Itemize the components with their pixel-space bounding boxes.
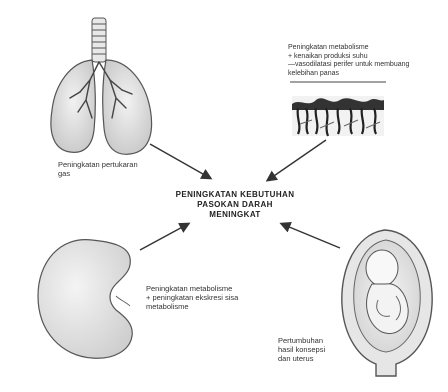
uterus-illustration <box>342 230 432 376</box>
kidney-caption-line1: Peningkatan metabolisme <box>146 284 238 293</box>
center-title: PENINGKATAN KEBUTUHAN PASOKAN DARAH MENI… <box>150 190 320 220</box>
skin-illustration <box>290 82 386 136</box>
center-title-line1: PENINGKATAN KEBUTUHAN <box>150 190 320 200</box>
skin-caption-line2: + kenaikan produksi suhu <box>288 53 409 62</box>
kidney-caption: Peningkatan metabolisme + peningkatan ek… <box>146 284 238 311</box>
uterus-caption: Pertumbuhan hasil konsepsi dan uterus <box>278 336 325 363</box>
arrow-from-skin <box>268 140 326 180</box>
kidney-caption-line3: metabolisme <box>146 302 238 311</box>
skin-caption-line1: Peningkatan metabolisme <box>288 44 409 53</box>
arrow-from-kidney <box>140 224 188 250</box>
lungs-caption-line1: Peningkatan pertukaran <box>58 160 138 169</box>
lungs-caption: Peningkatan pertukaran gas <box>58 160 138 178</box>
center-title-line3: MENINGKAT <box>150 210 320 220</box>
arrow-from-uterus <box>282 224 340 248</box>
center-title-line2: PASOKAN DARAH <box>150 200 320 210</box>
lungs-illustration <box>51 18 152 154</box>
kidney-caption-line2: + peningkatan ekskresi sisa <box>146 293 238 302</box>
skin-caption: Peningkatan metabolisme + kenaikan produ… <box>288 44 409 78</box>
uterus-caption-line3: dan uterus <box>278 354 325 363</box>
uterus-caption-line2: hasil konsepsi <box>278 345 325 354</box>
skin-caption-line3: —vasodilatasi perifer untuk membuang <box>288 61 409 70</box>
arrow-from-lungs <box>150 144 210 178</box>
lungs-caption-line2: gas <box>58 169 138 178</box>
kidney-illustration <box>38 240 132 359</box>
uterus-caption-line1: Pertumbuhan <box>278 336 325 345</box>
skin-caption-line4: kelebihan panas <box>288 70 409 79</box>
